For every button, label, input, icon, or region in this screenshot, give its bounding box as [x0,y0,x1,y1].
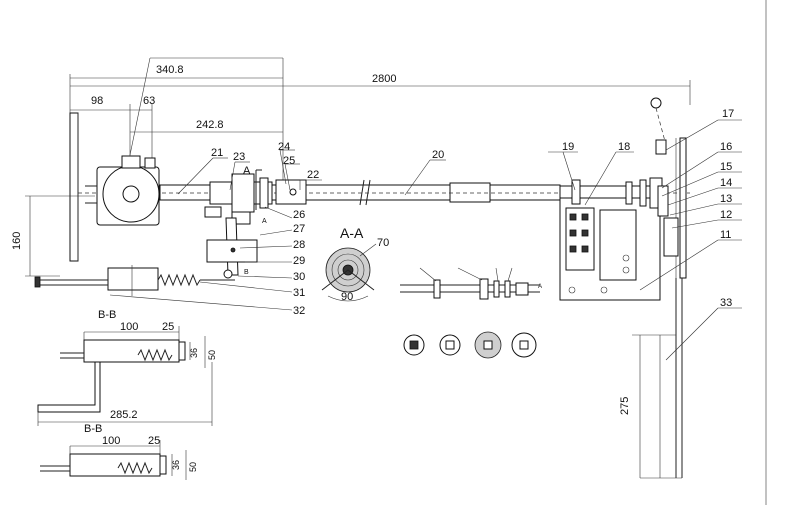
spring-rod [34,265,235,296]
dimension-160: 160 [11,195,95,277]
coupling-assembly: A [204,165,307,225]
cam-profiles [403,331,537,359]
section-mark-a-small-1: A [262,218,267,225]
dimension-98-63: 98 63 [70,95,155,160]
part-24: 24 [278,141,290,153]
dim-50-b-label: 50 [188,462,198,472]
dim-275-label: 275 [619,397,631,415]
dim-63-label: 63 [143,95,155,107]
dim-98-label: 98 [91,95,103,107]
section-b-b-top: B-B 100 25 36 50 285.2 [37,309,217,426]
dim-36-b-label: 36 [171,460,181,470]
part-28: 28 [293,239,305,251]
section-bb-top-title: B-B [98,309,116,321]
leaders-left [109,149,322,311]
part-27: 27 [293,223,305,235]
dim-160-label: 160 [11,232,23,250]
part-33: 33 [720,297,732,309]
part-32: 32 [293,305,305,317]
part-18: 18 [618,141,630,153]
section-mark-b-small: B [244,269,249,276]
part-labels-right: 17 18 19 16 15 14 13 12 11 33 [562,108,734,309]
dim-25-b-label: 25 [148,435,160,447]
part-29: 29 [293,255,305,267]
part-30: 30 [293,271,305,283]
part-17: 17 [722,108,734,120]
part-11: 11 [720,229,731,241]
section-aa-title: A-A [340,225,364,241]
section-bb-bottom-title: B-B [84,423,102,435]
dim-50-a-label: 50 [207,350,217,360]
dim-242-8-label: 242.8 [196,119,224,131]
dim-100-b-label: 100 [102,435,120,447]
lower-right-structure: 275 [619,278,683,479]
leader-20: 20 [404,149,446,196]
dim-70-label: 70 [377,237,389,249]
section-mark-a-small-2: A [538,284,542,290]
dim-100-a-label: 100 [120,321,138,333]
section-b-b-bottom: B-B 100 25 36 50 [40,423,198,480]
part-16: 16 [720,141,732,153]
right-base-plate [559,195,661,301]
dimension-340-8: 340.8 [70,57,284,185]
part-20: 20 [432,149,444,161]
part-19: 19 [562,141,574,153]
dim-285-2-label: 285.2 [110,409,138,421]
part-21: 21 [211,147,223,159]
section-a-a-view: A-A 70 90 [321,225,389,303]
part-12: 12 [720,209,732,221]
dim-25-a-label: 25 [162,321,174,333]
dim-340-8-label: 340.8 [156,64,184,76]
dim-36-a-label: 36 [189,348,199,358]
part-15: 15 [720,161,732,173]
part-31: 31 [293,287,305,299]
leaders-right [548,119,742,361]
part-14: 14 [720,177,732,189]
dim-90-label: 90 [341,291,353,303]
part-labels-left: 21 23 24 25 22 26 27 28 29 30 31 32 [211,141,319,317]
dim-2800-label: 2800 [372,73,396,85]
part-25: 25 [283,155,295,167]
lever-linkage: A B [206,217,267,279]
dimension-2800: 2800 [69,73,691,115]
section-mark-a: A [243,165,251,177]
dimension-242-8: 242.8 [130,119,283,133]
left-wall-plate [69,112,79,262]
part-22: 22 [307,169,319,181]
part-13: 13 [720,193,732,205]
part-23: 23 [233,151,245,163]
drive-unit [85,155,160,226]
part-26: 26 [293,209,305,221]
shaft-detail-view: A [400,267,542,300]
